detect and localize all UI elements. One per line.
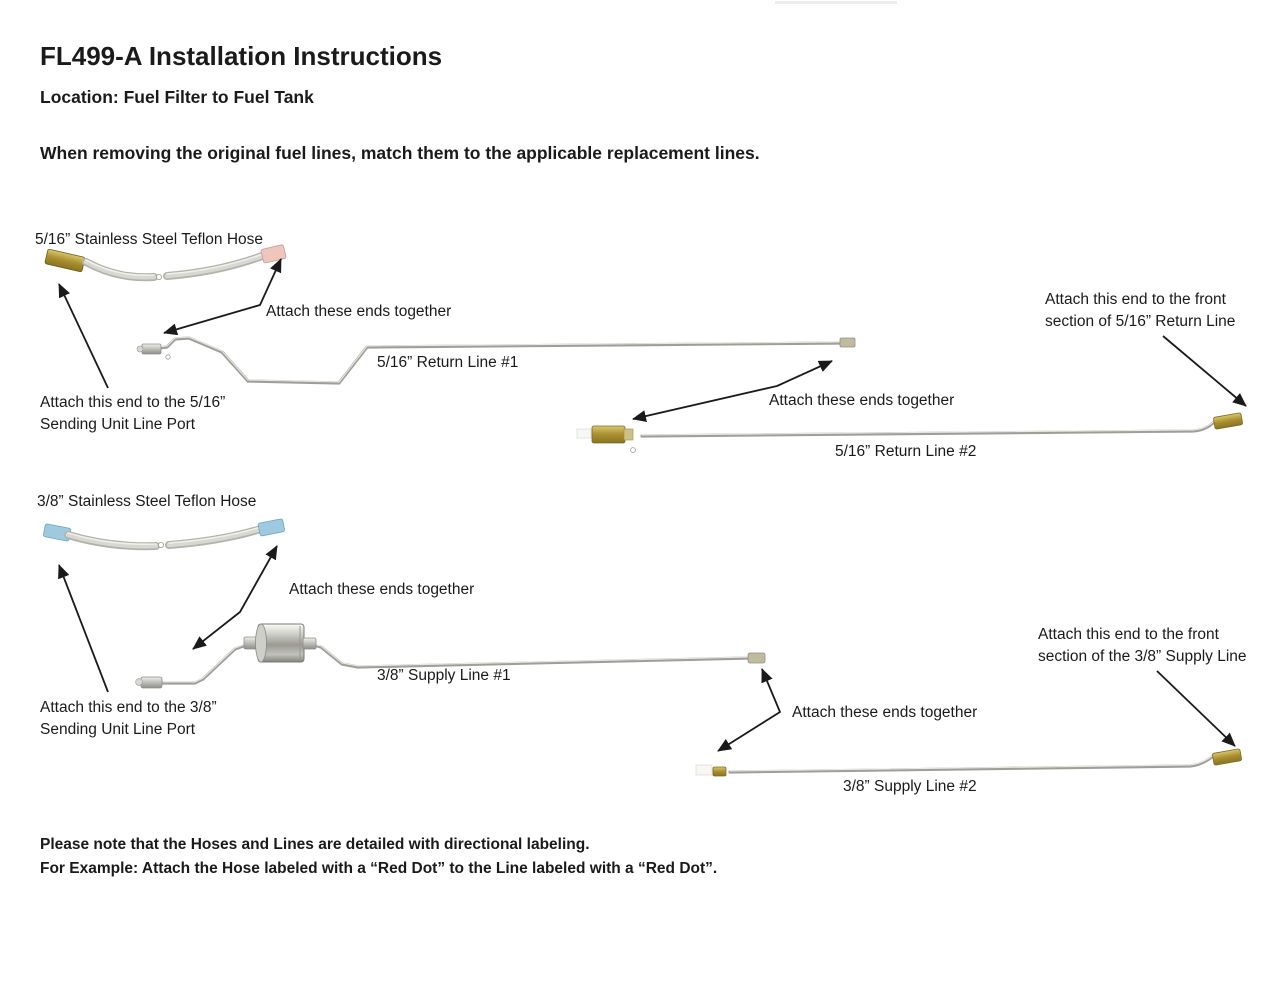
supply-line-2-right-fitting (1212, 748, 1242, 766)
attach-ends-top-516-label: Attach these ends together (266, 303, 452, 320)
return-line-1-left-fitting (141, 343, 162, 355)
arrow-38-attach-ends-bottom (717, 668, 781, 752)
attach-ends-bottom-38-label: Attach these ends together (792, 704, 978, 721)
return-line-2-left-fitting (591, 425, 626, 444)
attach-front-516-label: Attach this end to the front section of … (1045, 291, 1236, 330)
hose-38-direction-dot (157, 542, 164, 549)
hose-516-brass-fitting (44, 248, 86, 273)
supply-line-2-left-fitting (712, 766, 727, 777)
arrow-516-hose-to-sending-port (58, 283, 109, 389)
attach-front-38-label: Attach this end to the front section of … (1038, 626, 1247, 665)
fuel-filter-icon (255, 623, 305, 663)
return-line-2-illustration (576, 412, 1243, 453)
arrow-516-attach-front (1162, 335, 1247, 407)
sending-port-38-label: Attach this end to the 3/8” Sending Unit… (40, 699, 217, 738)
arrow-38-attach-ends-top (192, 545, 278, 650)
location-line: Location: Fuel Filter to Fuel Tank (40, 87, 314, 107)
hose-516-pink-fitting (260, 244, 287, 264)
arrow-38-attach-front (1156, 670, 1236, 747)
arrow-516-attach-ends-mid (632, 360, 833, 422)
return-line-1-illustration (136, 336, 856, 385)
hose-38-illustration (43, 518, 285, 551)
intro-line: When removing the original fuel lines, m… (40, 143, 760, 163)
hose-516-label: 5/16” Stainless Steel Teflon Hose (35, 231, 264, 248)
supply-line-2-label: 3/8” Supply Line #2 (843, 778, 977, 795)
supply-line-1-label: 3/8” Supply Line #1 (377, 667, 511, 684)
return-line-1-label: 5/16” Return Line #1 (377, 354, 519, 371)
arrow-38-hose-to-sending-port (58, 564, 109, 693)
top-scan-artifact-bar (775, 1, 897, 4)
supply-line-1-left-fitting (140, 676, 163, 689)
sending-port-516-label: Attach this end to the 5/16” Sending Uni… (40, 394, 226, 433)
hose-516-illustration (44, 244, 287, 282)
supply-line-1-right-fitting (747, 652, 766, 664)
hose-516-direction-dot (155, 273, 162, 280)
hose-38-label: 3/8” Stainless Steel Teflon Hose (37, 493, 257, 510)
return-line-2-right-fitting (1213, 412, 1243, 430)
attach-ends-top-38-label: Attach these ends together (289, 581, 475, 598)
supply-line-2-illustration (695, 748, 1242, 777)
page-title: FL499-A Installation Instructions (40, 41, 443, 71)
note-line-2: For Example: Attach the Hose labeled wit… (40, 860, 718, 877)
note-line-1: Please note that the Hoses and Lines are… (40, 836, 590, 853)
hose-38-blue-fitting-right (257, 518, 285, 537)
arrow-516-attach-ends-top (163, 258, 282, 336)
return-line-1-right-fitting (839, 337, 856, 348)
return-line-2-label: 5/16” Return Line #2 (835, 443, 977, 460)
attach-ends-mid-516-label: Attach these ends together (769, 392, 955, 409)
